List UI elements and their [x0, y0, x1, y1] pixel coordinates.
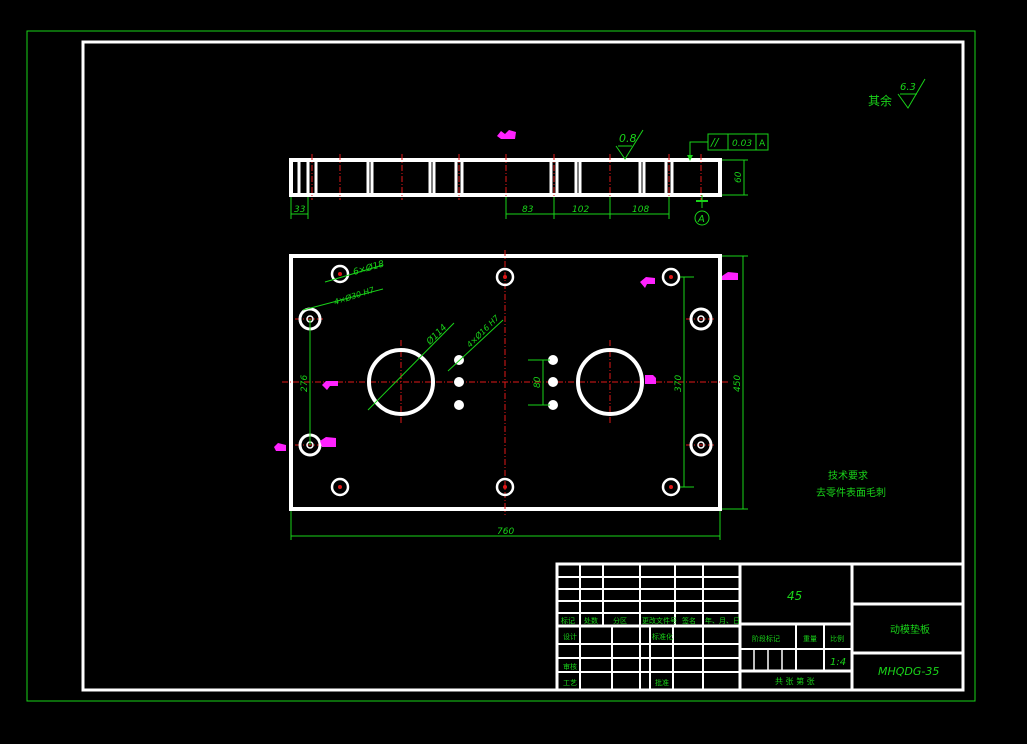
tolerance-datum: A [759, 139, 766, 149]
top-roughness-icon [615, 129, 644, 160]
holes-18 [330, 264, 681, 497]
tb-drawing-no: MHQDG-35 [878, 665, 939, 678]
tb-approve: 批准 [655, 678, 669, 687]
dim-33: 33 [294, 205, 306, 215]
roughness-symbol-icon [897, 78, 926, 109]
magenta-markers [274, 130, 738, 451]
tolerance-value: 0.03 [732, 139, 752, 149]
dim-276: 276 [300, 375, 310, 392]
dim-80: 80 [533, 376, 543, 388]
dim-108: 108 [632, 205, 649, 215]
dim-83: 83 [522, 205, 534, 215]
side-view: 0.8 // 0.03 A A [289, 129, 769, 226]
tb-zone: 分区 [613, 616, 627, 625]
tb-standardize: 标准化 [652, 632, 673, 641]
inner-frame [81, 40, 965, 692]
roughness-prefix: 其余 [868, 93, 892, 108]
tb-designer: 设计 [563, 632, 577, 641]
pin-holes [454, 355, 558, 410]
tb-material: 45 [787, 589, 802, 603]
tb-weight: 重量 [803, 635, 817, 643]
notes-line1: 去零件表面毛刺 [816, 486, 886, 499]
notes-title: 技术要求 [828, 469, 868, 482]
datum-marker: A [694, 195, 710, 226]
parallelism-frame: // 0.03 A [687, 133, 769, 161]
callout-4x16: 4×Ø16 H7 [464, 312, 501, 349]
tb-review: 审核 [563, 662, 577, 671]
tb-part-name: 动模垫板 [890, 623, 930, 636]
bore-right [576, 348, 644, 416]
parallel-symbol-icon: // [710, 136, 720, 149]
general-roughness: 其余 6.3 [868, 78, 926, 109]
tb-sign: 签名 [682, 616, 696, 625]
dim-760: 760 [497, 527, 514, 537]
tb-mark: 标记 [561, 616, 575, 625]
plan-view: 6×Ø18 4×Ø30 H7 Ø114 4×Ø16 H7 80 276 370 … [274, 130, 748, 540]
tb-process: 工艺 [563, 679, 577, 687]
callout-6x18: 6×Ø18 [352, 258, 386, 277]
tb-count: 处数 [584, 616, 598, 625]
tb-scale: 1:4 [830, 657, 846, 668]
datum-letter: A [697, 214, 705, 225]
outer-border [26, 30, 976, 702]
top-roughness-value: 0.8 [619, 132, 637, 145]
tb-ratio: 比例 [830, 634, 844, 643]
bore-left [367, 348, 435, 416]
tb-date: 年、月、日 [705, 616, 740, 625]
callout-4x30: 4×Ø30 H7 [333, 284, 377, 307]
title-block: 标记 处数 分区 更改文件号 签名 年、月、日 设计 标准化 审核 工艺 批准 … [555, 562, 965, 692]
dim-102: 102 [572, 205, 589, 215]
callout-dia-114: Ø114 [424, 322, 450, 348]
roughness-value: 6.3 [900, 82, 916, 93]
tb-doc: 更改文件号 [642, 616, 677, 625]
dim-450: 450 [733, 375, 743, 392]
tb-sheet: 共 张 第 张 [775, 676, 815, 686]
tb-stage-mark: 阶段标记 [752, 634, 780, 643]
dim-60: 60 [734, 171, 744, 183]
dim-370: 370 [674, 375, 684, 392]
